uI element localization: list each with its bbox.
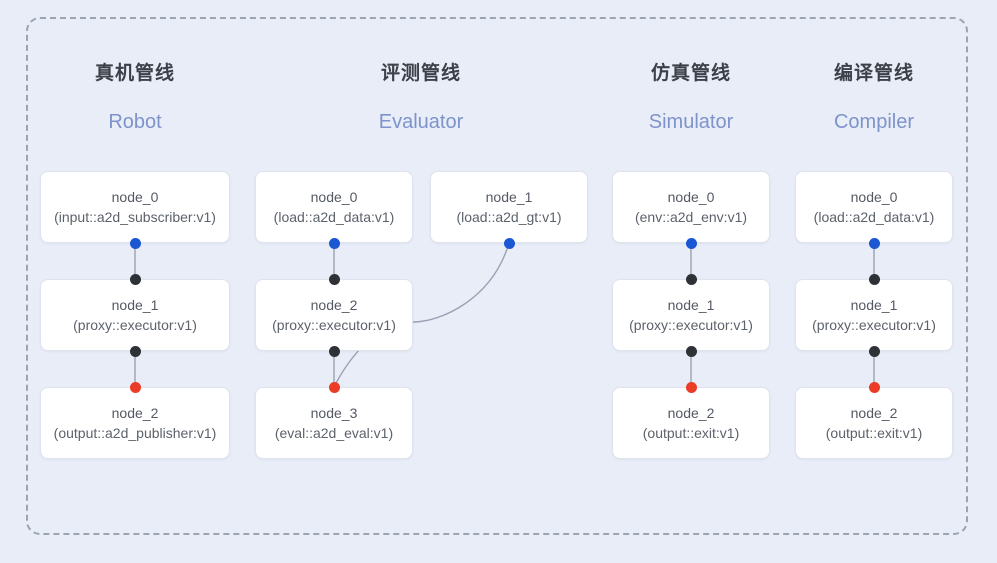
node-name-label: node_0 bbox=[111, 189, 159, 205]
node-name-label: node_2 bbox=[667, 405, 715, 421]
node-name-label: node_0 bbox=[310, 189, 358, 205]
port-out-dark-dot[interactable] bbox=[328, 345, 340, 357]
port-in-dark-dot[interactable] bbox=[685, 273, 697, 285]
port-in-dark-dot[interactable] bbox=[868, 273, 880, 285]
column-header-simulator: 仿真管线 Simulator bbox=[581, 62, 801, 134]
port-out-blue-dot[interactable] bbox=[868, 237, 880, 249]
node-name-label: node_1 bbox=[667, 297, 715, 313]
node-spec-label: (proxy::executor:v1) bbox=[812, 317, 936, 333]
port-out-blue-dot[interactable] bbox=[685, 237, 697, 249]
column-header-robot: 真机管线 Robot bbox=[25, 62, 245, 134]
column-title-cn-evaluator: 评测管线 bbox=[380, 63, 461, 84]
node-spec-label: (load::a2d_data:v1) bbox=[273, 209, 395, 225]
node-spec-label: (eval::a2d_eval:v1) bbox=[274, 425, 394, 441]
port-out-dark-dot[interactable] bbox=[685, 345, 697, 357]
pipeline-group-frame bbox=[26, 17, 968, 535]
node-name-label: node_2 bbox=[850, 405, 898, 421]
node-box-simulator-node_1[interactable]: node_1(proxy::executor:v1) bbox=[612, 279, 770, 351]
node-box-simulator-node_2[interactable]: node_2(output::exit:v1) bbox=[612, 387, 770, 459]
port-out-dark-dot[interactable] bbox=[868, 345, 880, 357]
node-box-evaluator-node_0[interactable]: node_0(load::a2d_data:v1) bbox=[255, 171, 413, 243]
node-box-simulator-node_0[interactable]: node_0(env::a2d_env:v1) bbox=[612, 171, 770, 243]
column-title-cn-compiler: 编译管线 bbox=[833, 63, 914, 84]
node-spec-label: (output::exit:v1) bbox=[825, 425, 923, 441]
node-box-evaluator-node_1[interactable]: node_1(load::a2d_gt:v1) bbox=[430, 171, 588, 243]
node-name-label: node_1 bbox=[485, 189, 533, 205]
node-spec-label: (load::a2d_data:v1) bbox=[813, 209, 935, 225]
node-box-compiler-node_2[interactable]: node_2(output::exit:v1) bbox=[795, 387, 953, 459]
column-header-compiler: 编译管线 Compiler bbox=[764, 62, 984, 134]
node-spec-label: (input::a2d_subscriber:v1) bbox=[54, 209, 216, 225]
port-in-red-dot[interactable] bbox=[129, 381, 141, 393]
port-out-dark-dot[interactable] bbox=[129, 345, 141, 357]
node-spec-label: (output::a2d_publisher:v1) bbox=[53, 425, 217, 441]
node-box-robot-node_1[interactable]: node_1(proxy::executor:v1) bbox=[40, 279, 230, 351]
node-name-label: node_3 bbox=[310, 405, 358, 421]
node-box-evaluator-node_2[interactable]: node_2(proxy::executor:v1) bbox=[255, 279, 413, 351]
node-name-label: node_1 bbox=[111, 297, 159, 313]
node-spec-label: (output::exit:v1) bbox=[642, 425, 740, 441]
column-title-en-simulator: Simulator bbox=[648, 111, 734, 133]
node-spec-label: (load::a2d_gt:v1) bbox=[456, 209, 562, 225]
node-box-compiler-node_1[interactable]: node_1(proxy::executor:v1) bbox=[795, 279, 953, 351]
node-box-evaluator-node_3[interactable]: node_3(eval::a2d_eval:v1) bbox=[255, 387, 413, 459]
node-name-label: node_2 bbox=[310, 297, 358, 313]
node-box-robot-node_2[interactable]: node_2(output::a2d_publisher:v1) bbox=[40, 387, 230, 459]
column-title-en-compiler: Compiler bbox=[833, 111, 915, 133]
port-in-dark-dot[interactable] bbox=[129, 273, 141, 285]
node-name-label: node_0 bbox=[667, 189, 715, 205]
node-name-label: node_2 bbox=[111, 405, 159, 421]
column-title-en-robot: Robot bbox=[108, 111, 162, 133]
port-out-blue-dot[interactable] bbox=[503, 237, 515, 249]
node-spec-label: (proxy::executor:v1) bbox=[73, 317, 197, 333]
column-title-cn-simulator: 仿真管线 bbox=[650, 63, 731, 84]
port-out-blue-dot[interactable] bbox=[328, 237, 340, 249]
port-in-red-dot[interactable] bbox=[685, 381, 697, 393]
column-header-evaluator: 评测管线 Evaluator bbox=[311, 62, 531, 134]
node-spec-label: (proxy::executor:v1) bbox=[629, 317, 753, 333]
column-title-cn-robot: 真机管线 bbox=[94, 63, 175, 84]
port-in-red-dot[interactable] bbox=[328, 381, 340, 393]
node-box-compiler-node_0[interactable]: node_0(load::a2d_data:v1) bbox=[795, 171, 953, 243]
node-name-label: node_1 bbox=[850, 297, 898, 313]
node-spec-label: (env::a2d_env:v1) bbox=[634, 209, 748, 225]
port-in-dark-dot[interactable] bbox=[328, 273, 340, 285]
port-in-red-dot[interactable] bbox=[868, 381, 880, 393]
node-box-robot-node_0[interactable]: node_0(input::a2d_subscriber:v1) bbox=[40, 171, 230, 243]
node-name-label: node_0 bbox=[850, 189, 898, 205]
column-title-en-evaluator: Evaluator bbox=[378, 111, 464, 133]
port-out-blue-dot[interactable] bbox=[129, 237, 141, 249]
node-spec-label: (proxy::executor:v1) bbox=[272, 317, 396, 333]
